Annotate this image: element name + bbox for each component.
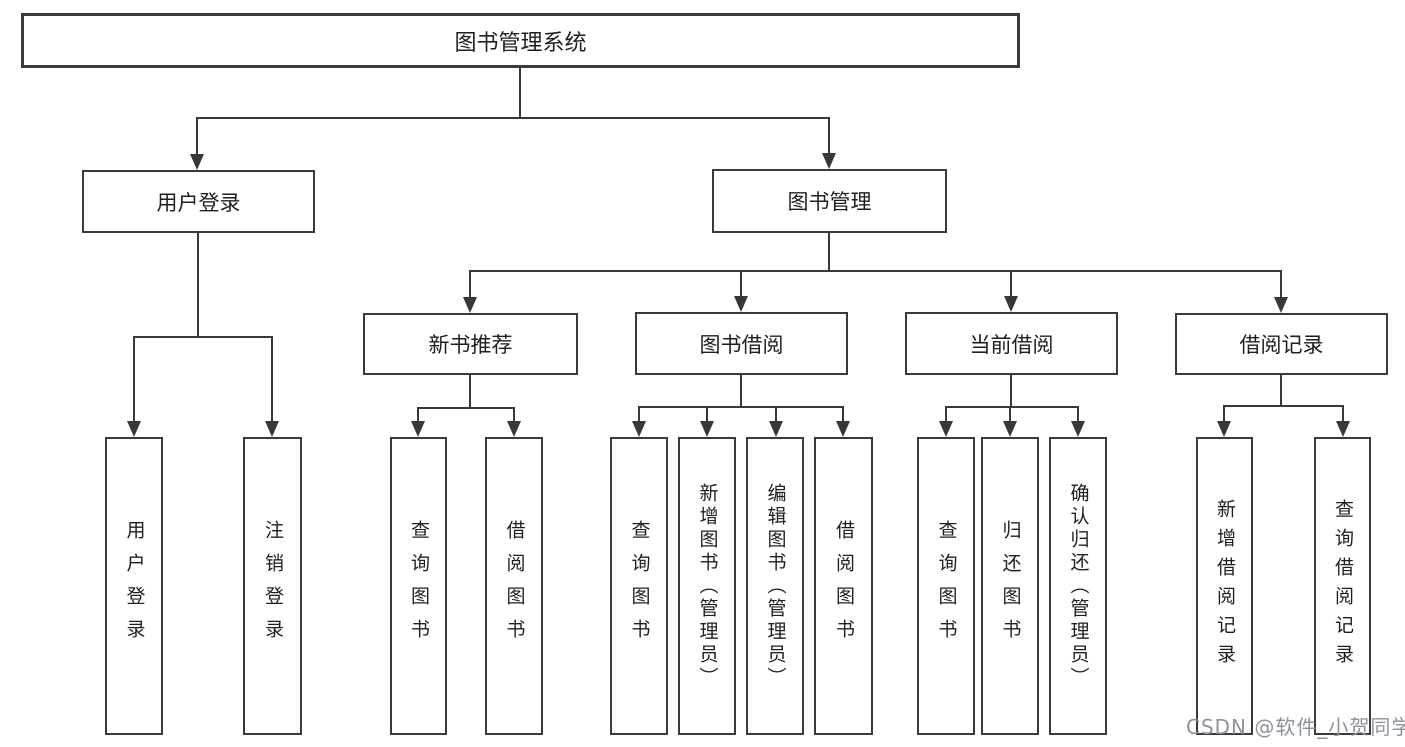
arrowhead-down-icon	[700, 421, 714, 437]
node-add-book-admin: 新增图书（管理员）	[678, 437, 736, 735]
arrowhead-down-icon	[939, 421, 953, 437]
node-add-borrow-record: 新增借阅记录	[1196, 437, 1253, 735]
node-book-management: 图书管理	[712, 169, 947, 233]
node-user-login: 用户登录	[82, 170, 315, 233]
arrowhead-down-icon	[836, 421, 850, 437]
node-label: 查询借阅记录	[1332, 499, 1354, 673]
connector-stem-new-book-recommend	[469, 375, 471, 408]
arrow-shaft	[469, 270, 471, 297]
node-book-borrowing: 图书借阅	[635, 312, 848, 375]
arrowhead-down-icon	[127, 421, 141, 437]
arrow-shaft	[1223, 405, 1225, 422]
connector-rail-book-management	[469, 270, 1282, 272]
arrowhead-down-icon	[734, 296, 748, 312]
connector-stem-book-management	[828, 233, 830, 271]
node-label: 借阅图书	[503, 520, 526, 652]
node-library-management-system: 图书管理系统	[21, 13, 1020, 68]
arrowhead-down-icon	[632, 421, 646, 437]
connector-stem-book-borrowing	[740, 375, 742, 407]
node-label: 新增借阅记录	[1214, 499, 1236, 673]
arrow-shaft	[828, 117, 830, 154]
arrow-shaft	[1280, 270, 1282, 297]
node-logout: 注销登录	[243, 437, 302, 735]
arrow-shaft	[1342, 405, 1344, 422]
arrowhead-down-icon	[1004, 296, 1018, 312]
node-edit-book-admin: 编辑图书（管理员）	[746, 437, 804, 735]
arrowhead-down-icon	[190, 154, 204, 170]
node-label: 图书管理	[787, 190, 872, 214]
arrow-shaft	[1010, 270, 1012, 297]
node-label: 编辑图书（管理员）	[764, 482, 787, 690]
node-label: 当前借阅	[969, 332, 1054, 357]
node-confirm-return-admin: 确认归还（管理员）	[1049, 437, 1107, 735]
node-user-login-leaf: 用户登录	[105, 437, 163, 735]
arrow-shaft	[133, 336, 135, 422]
node-current-borrowing: 当前借阅	[905, 312, 1118, 375]
arrow-shaft	[417, 407, 419, 422]
node-borrow-books-leaf: 借阅图书	[814, 437, 873, 735]
node-label: 图书借阅	[699, 332, 784, 357]
node-new-book-recommend: 新书推荐	[363, 313, 578, 375]
node-query-books-current: 查询图书	[917, 437, 975, 735]
node-query-books-recommend: 查询图书	[390, 437, 447, 735]
arrow-shaft	[513, 407, 515, 422]
arrow-shaft	[196, 117, 198, 155]
node-label: 查询图书	[408, 520, 430, 652]
connector-rail-borrowing-records	[1223, 405, 1344, 407]
arrowhead-down-icon	[1336, 421, 1350, 437]
arrowhead-down-icon	[769, 421, 783, 437]
arrow-shaft	[271, 336, 273, 422]
node-query-borrow-record: 查询借阅记录	[1314, 437, 1371, 735]
connector-stem-borrowing-records	[1280, 375, 1282, 406]
connector-rail-user-login	[133, 336, 273, 338]
arrow-shaft	[638, 406, 640, 422]
arrowhead-down-icon	[1274, 297, 1288, 313]
node-borrow-books-recommend: 借阅图书	[485, 437, 543, 735]
node-label: 用户登录	[156, 190, 241, 215]
node-query-books-borrowing: 查询图书	[610, 437, 668, 735]
node-return-book: 归还图书	[981, 437, 1039, 735]
connector-rail-current-borrowing	[945, 406, 1079, 408]
node-label: 新增图书（管理员）	[696, 482, 719, 690]
node-label: 图书管理系统	[454, 30, 587, 56]
arrow-shaft	[740, 270, 742, 297]
arrow-shaft	[1077, 406, 1079, 422]
connector-stem-current-borrowing	[1010, 375, 1012, 407]
arrowhead-down-icon	[822, 153, 836, 169]
arrow-shaft	[1009, 406, 1011, 422]
arrow-shaft	[945, 406, 947, 422]
arrowhead-down-icon	[411, 421, 425, 437]
node-label: 确认归还（管理员）	[1067, 482, 1090, 690]
connector-rail-root	[196, 117, 830, 119]
connector-stem-root	[519, 68, 521, 118]
node-label: 借阅记录	[1239, 333, 1324, 357]
node-label: 借阅图书	[833, 520, 855, 652]
arrow-shaft	[842, 406, 844, 422]
arrow-shaft	[775, 406, 777, 422]
node-label: 查询图书	[628, 520, 651, 652]
arrowhead-down-icon	[1217, 421, 1231, 437]
arrowhead-down-icon	[1071, 421, 1085, 437]
connector-rail-new-book-recommend	[417, 407, 515, 409]
node-label: 归还图书	[999, 520, 1022, 652]
arrow-shaft	[706, 406, 708, 422]
node-borrowing-records: 借阅记录	[1175, 313, 1388, 375]
node-label: 用户登录	[123, 520, 146, 652]
arrowhead-down-icon	[463, 297, 477, 313]
connector-rail-book-borrowing	[638, 406, 844, 408]
arrowhead-down-icon	[265, 421, 279, 437]
node-label: 新书推荐	[428, 333, 513, 357]
node-label: 查询图书	[935, 520, 958, 652]
arrowhead-down-icon	[1003, 421, 1017, 437]
node-label: 注销登录	[262, 520, 284, 652]
watermark-text: CSDN @软件_小贺同学	[1186, 715, 1405, 739]
connector-stem-user-login	[197, 233, 199, 337]
arrowhead-down-icon	[507, 421, 521, 437]
